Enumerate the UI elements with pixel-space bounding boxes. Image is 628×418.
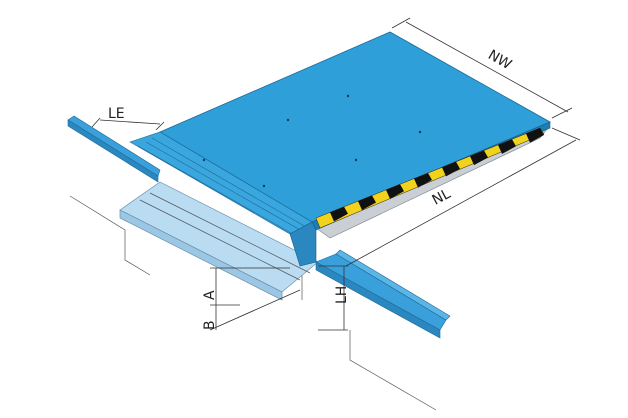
label-a: A	[202, 290, 218, 300]
left-rail	[67, 115, 161, 183]
label-nw: NW	[485, 47, 514, 73]
hazard-band	[330, 206, 348, 222]
hazard-band	[386, 184, 404, 199]
hazard-band	[498, 139, 516, 154]
label-b: B	[202, 320, 218, 330]
label-nl: NL	[430, 186, 454, 209]
label-le: LE	[108, 106, 125, 122]
hazard-band	[526, 128, 544, 143]
label-lh: LH	[334, 286, 350, 304]
hazard-stripe	[315, 127, 545, 229]
hazard-band	[442, 161, 460, 177]
hazard-band	[414, 173, 432, 188]
front-rail	[315, 249, 451, 339]
hazard-band	[358, 195, 376, 211]
dimension-lines	[91, 17, 581, 331]
lip-plate	[119, 181, 319, 301]
hazard-band	[470, 150, 488, 166]
